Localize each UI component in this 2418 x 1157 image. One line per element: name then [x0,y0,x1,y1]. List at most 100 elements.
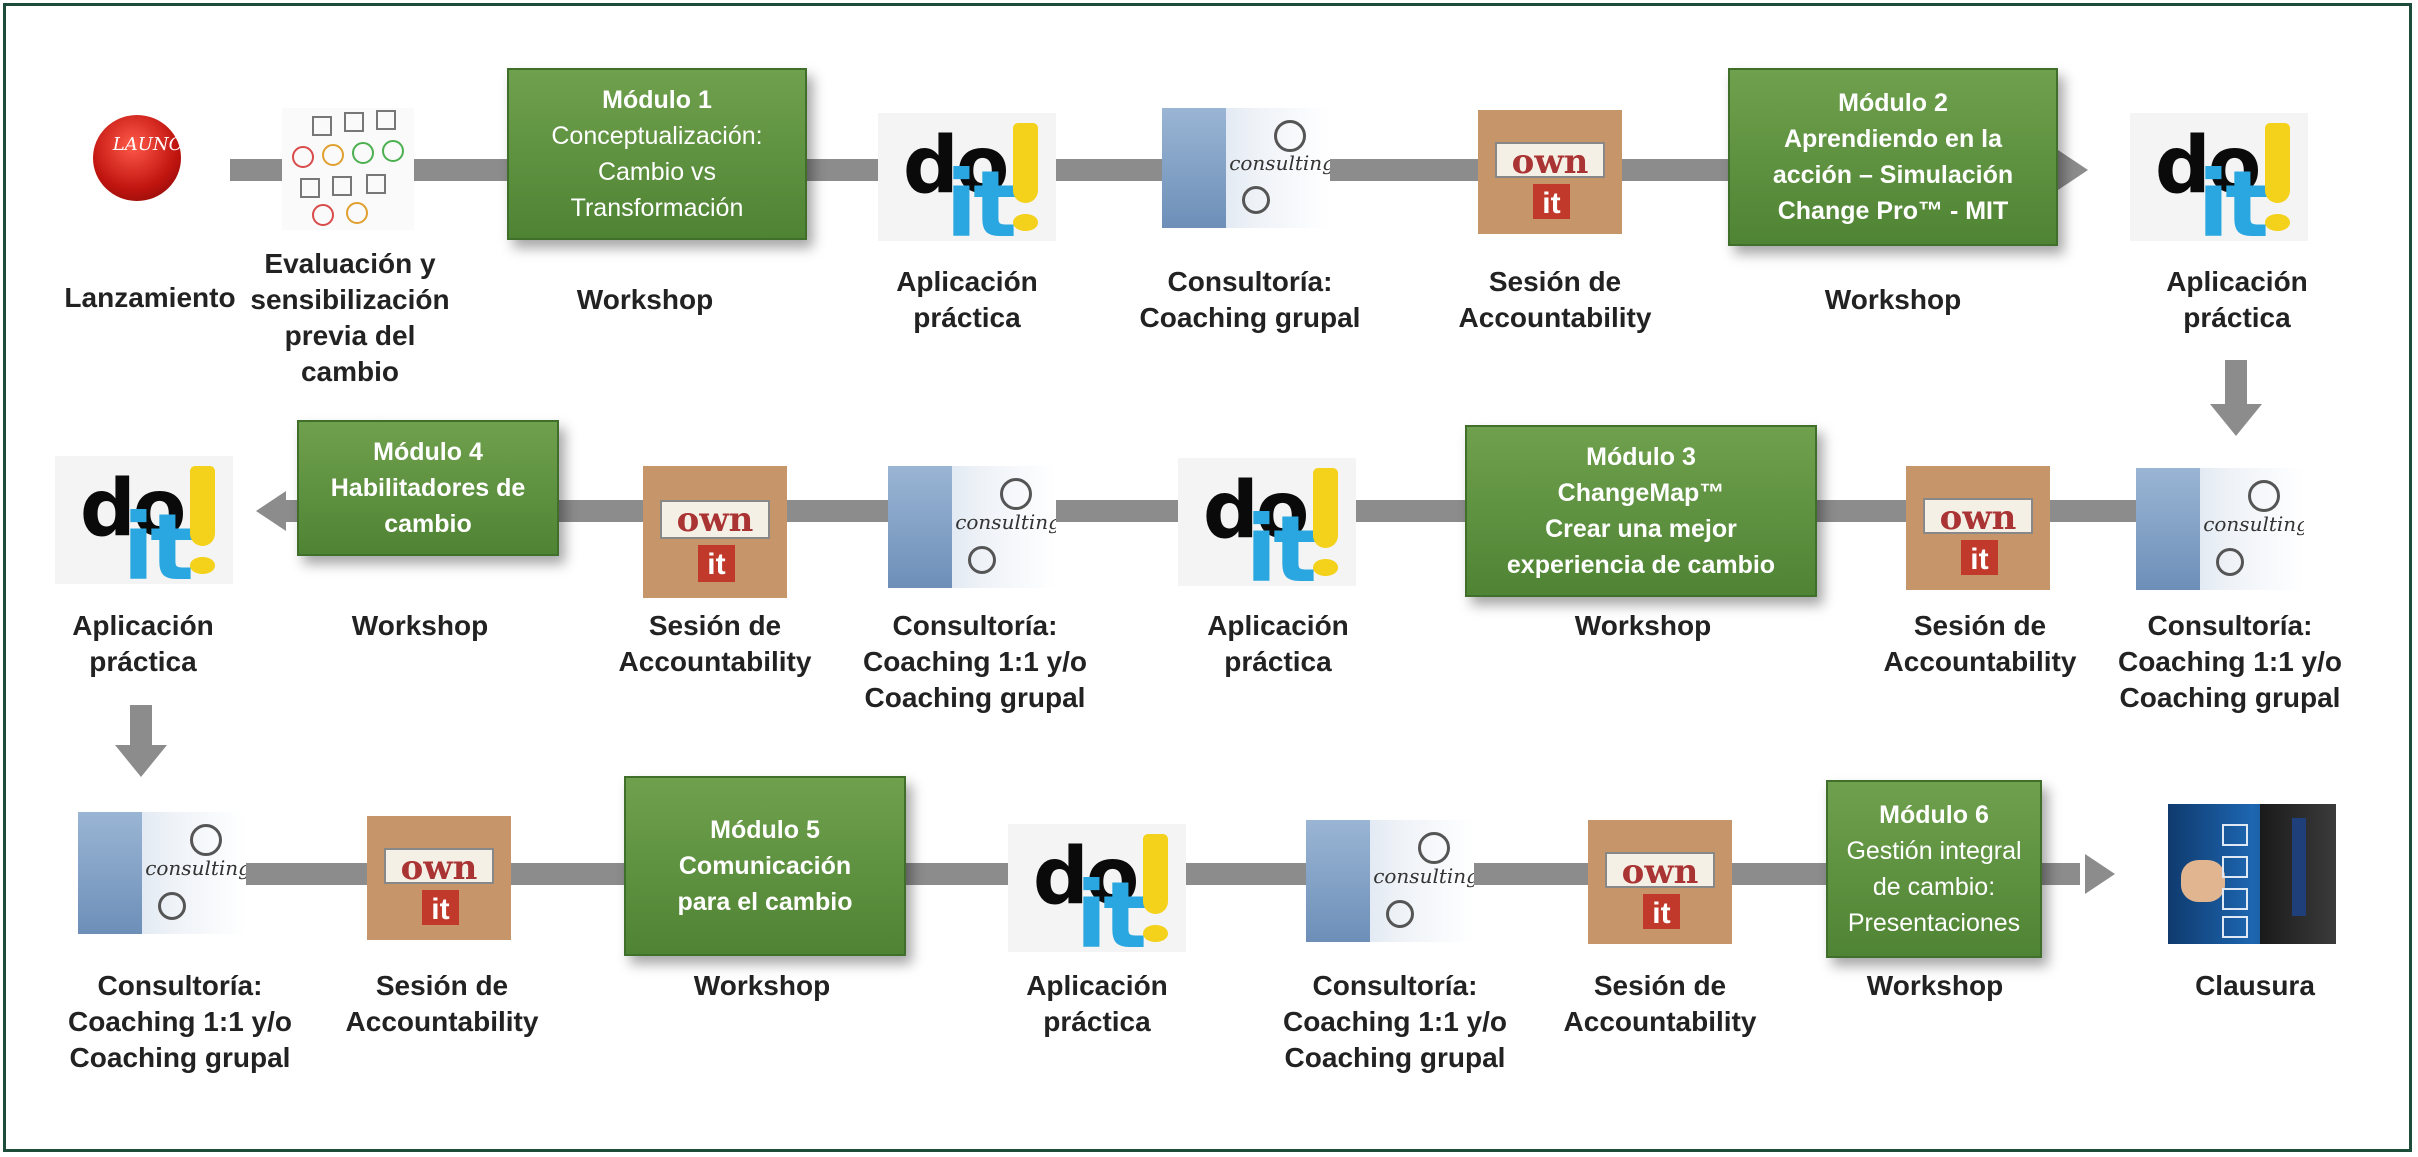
label-closure: Clausura [2150,968,2360,1004]
own-icon-text: own [660,500,770,539]
launch-icon-text: LAUNCH [112,133,192,155]
it-icon-text: it [1642,894,1681,930]
label-line: Workshop [351,610,489,641]
it-icon-text: it [1532,184,1571,220]
label-line: Coaching 1:1 y/o [67,1006,293,1037]
own-it-icon: own it [1906,466,2050,590]
module-line: de cambio: [1872,873,1996,901]
consulting-icon-text: consulting [955,509,1056,534]
module-3-box: Módulo 3 ChangeMap™ Crear una mejor expe… [1465,425,1817,597]
label-line: cambio [300,356,400,387]
label-line: Accountability [618,646,812,677]
label-line: Lanzamiento [64,282,236,313]
own-it-icon: own it [643,466,787,598]
consulting-icon: consulting [2136,468,2304,590]
checklist-businessman-icon [2168,804,2336,944]
consulting-icon: consulting [888,466,1056,588]
consulting-icon-text: consulting [2203,511,2304,536]
it-icon-text: it [421,890,460,926]
module-line: ChangeMap™ [1557,479,1725,507]
module-title: Módulo 3 [1586,443,1696,471]
module-line: Comunicación [678,852,852,880]
label-line: Aplicación [2166,266,2308,297]
module-title: Módulo 2 [1838,89,1948,117]
consulting-icon: consulting [1306,820,1474,942]
label-line: práctica [89,646,197,677]
label-line: Aplicación [1207,610,1349,641]
module-title: Módulo 5 [710,816,820,844]
label-line: Workshop [576,284,714,315]
label-applied: Aplicación práctica [862,264,1072,336]
label-line: práctica [1043,1006,1151,1037]
module-line: acción – Simulación [1772,161,2014,189]
module-1-box: Módulo 1 Conceptualización: Cambio vs Tr… [507,68,807,240]
module-title: Módulo 1 [602,86,712,114]
label-line: Clausura [2195,970,2315,1001]
label-line: práctica [2183,302,2291,333]
label-line: Coaching grupal [1139,302,1361,333]
own-icon-text: own [1923,498,2033,536]
module-line: para el cambio [677,888,853,916]
label-applied: Aplicación práctica [2132,264,2342,336]
label-line: práctica [1224,646,1332,677]
label-line: Consultoría: [1167,266,1333,297]
label-workshop: Workshop [1538,608,1748,644]
label-accountability: Sesión de Accountability [1440,264,1670,336]
label-line: Consultoría: [97,970,263,1001]
label-line: Accountability [1563,1006,1757,1037]
smiley-survey-icon [282,108,414,230]
module-line: Presentaciones [1847,909,2021,937]
it-icon-text: it [1960,540,1999,576]
module-line: cambio [384,510,472,538]
launch-button-icon: LAUNCH [82,105,192,235]
label-line: previa del [284,320,416,351]
label-line: Consultoría: [1312,970,1478,1001]
own-icon-text: own [1495,142,1605,180]
consulting-icon-text: consulting [1373,863,1474,888]
label-accountability: Sesión de Accountability [1865,608,2095,680]
connector-bar [2225,360,2247,408]
label-line: Coaching grupal [1284,1042,1506,1073]
label-line: Consultoría: [2147,610,2313,641]
label-line: Aplicación [1026,970,1168,1001]
arrow-right [2058,150,2088,190]
label-accountability: Sesión de Accountability [1545,968,1775,1040]
label-applied: Aplicación práctica [992,968,1202,1040]
label-launch: Lanzamiento [50,280,250,316]
label-line: Aplicación [896,266,1038,297]
label-line: Coaching grupal [864,682,1086,713]
label-accountability: Sesión de Accountability [327,968,557,1040]
module-line: Gestión integral [1846,837,2022,865]
consulting-icon: consulting [78,812,246,934]
label-line: Workshop [1824,284,1962,315]
module-line: Transformación [570,194,744,222]
own-icon-text: own [384,848,494,886]
module-line: Cambio vs [597,158,717,186]
it-icon-text: it [697,545,736,583]
module-title: Módulo 4 [373,438,483,466]
label-consulting: Consultoría: Coaching 1:1 y/o Coaching g… [60,968,300,1076]
own-icon-text: own [1605,852,1715,890]
consulting-icon-text: consulting [145,855,246,880]
module-6-box: Módulo 6 Gestión integral de cambio: Pre… [1826,780,2042,958]
module-4-box: Módulo 4 Habilitadores de cambio [297,420,559,556]
label-line: sensibilización [250,284,450,315]
consulting-icon: consulting [1162,108,1330,228]
label-line: Coaching 1:1 y/o [862,646,1088,677]
label-workshop: Workshop [1830,968,2040,1004]
module-title: Módulo 6 [1879,801,1989,829]
module-line: Conceptualización: [551,122,763,150]
label-line: Accountability [345,1006,539,1037]
label-line: Consultoría: [892,610,1058,641]
module-line: Aprendiendo en la [1783,125,2003,153]
label-line: Coaching grupal [2119,682,2341,713]
label-consulting: Consultoría: Coaching 1:1 y/o Coaching g… [1275,968,1515,1076]
label-workshop: Workshop [1788,282,1998,318]
consulting-icon-text: consulting [1229,151,1330,176]
label-consulting: Consultoría: Coaching 1:1 y/o Coaching g… [2110,608,2350,716]
arrow-right [2085,854,2115,894]
label-line: Evaluación y [264,248,436,279]
own-it-icon: own it [367,816,511,940]
